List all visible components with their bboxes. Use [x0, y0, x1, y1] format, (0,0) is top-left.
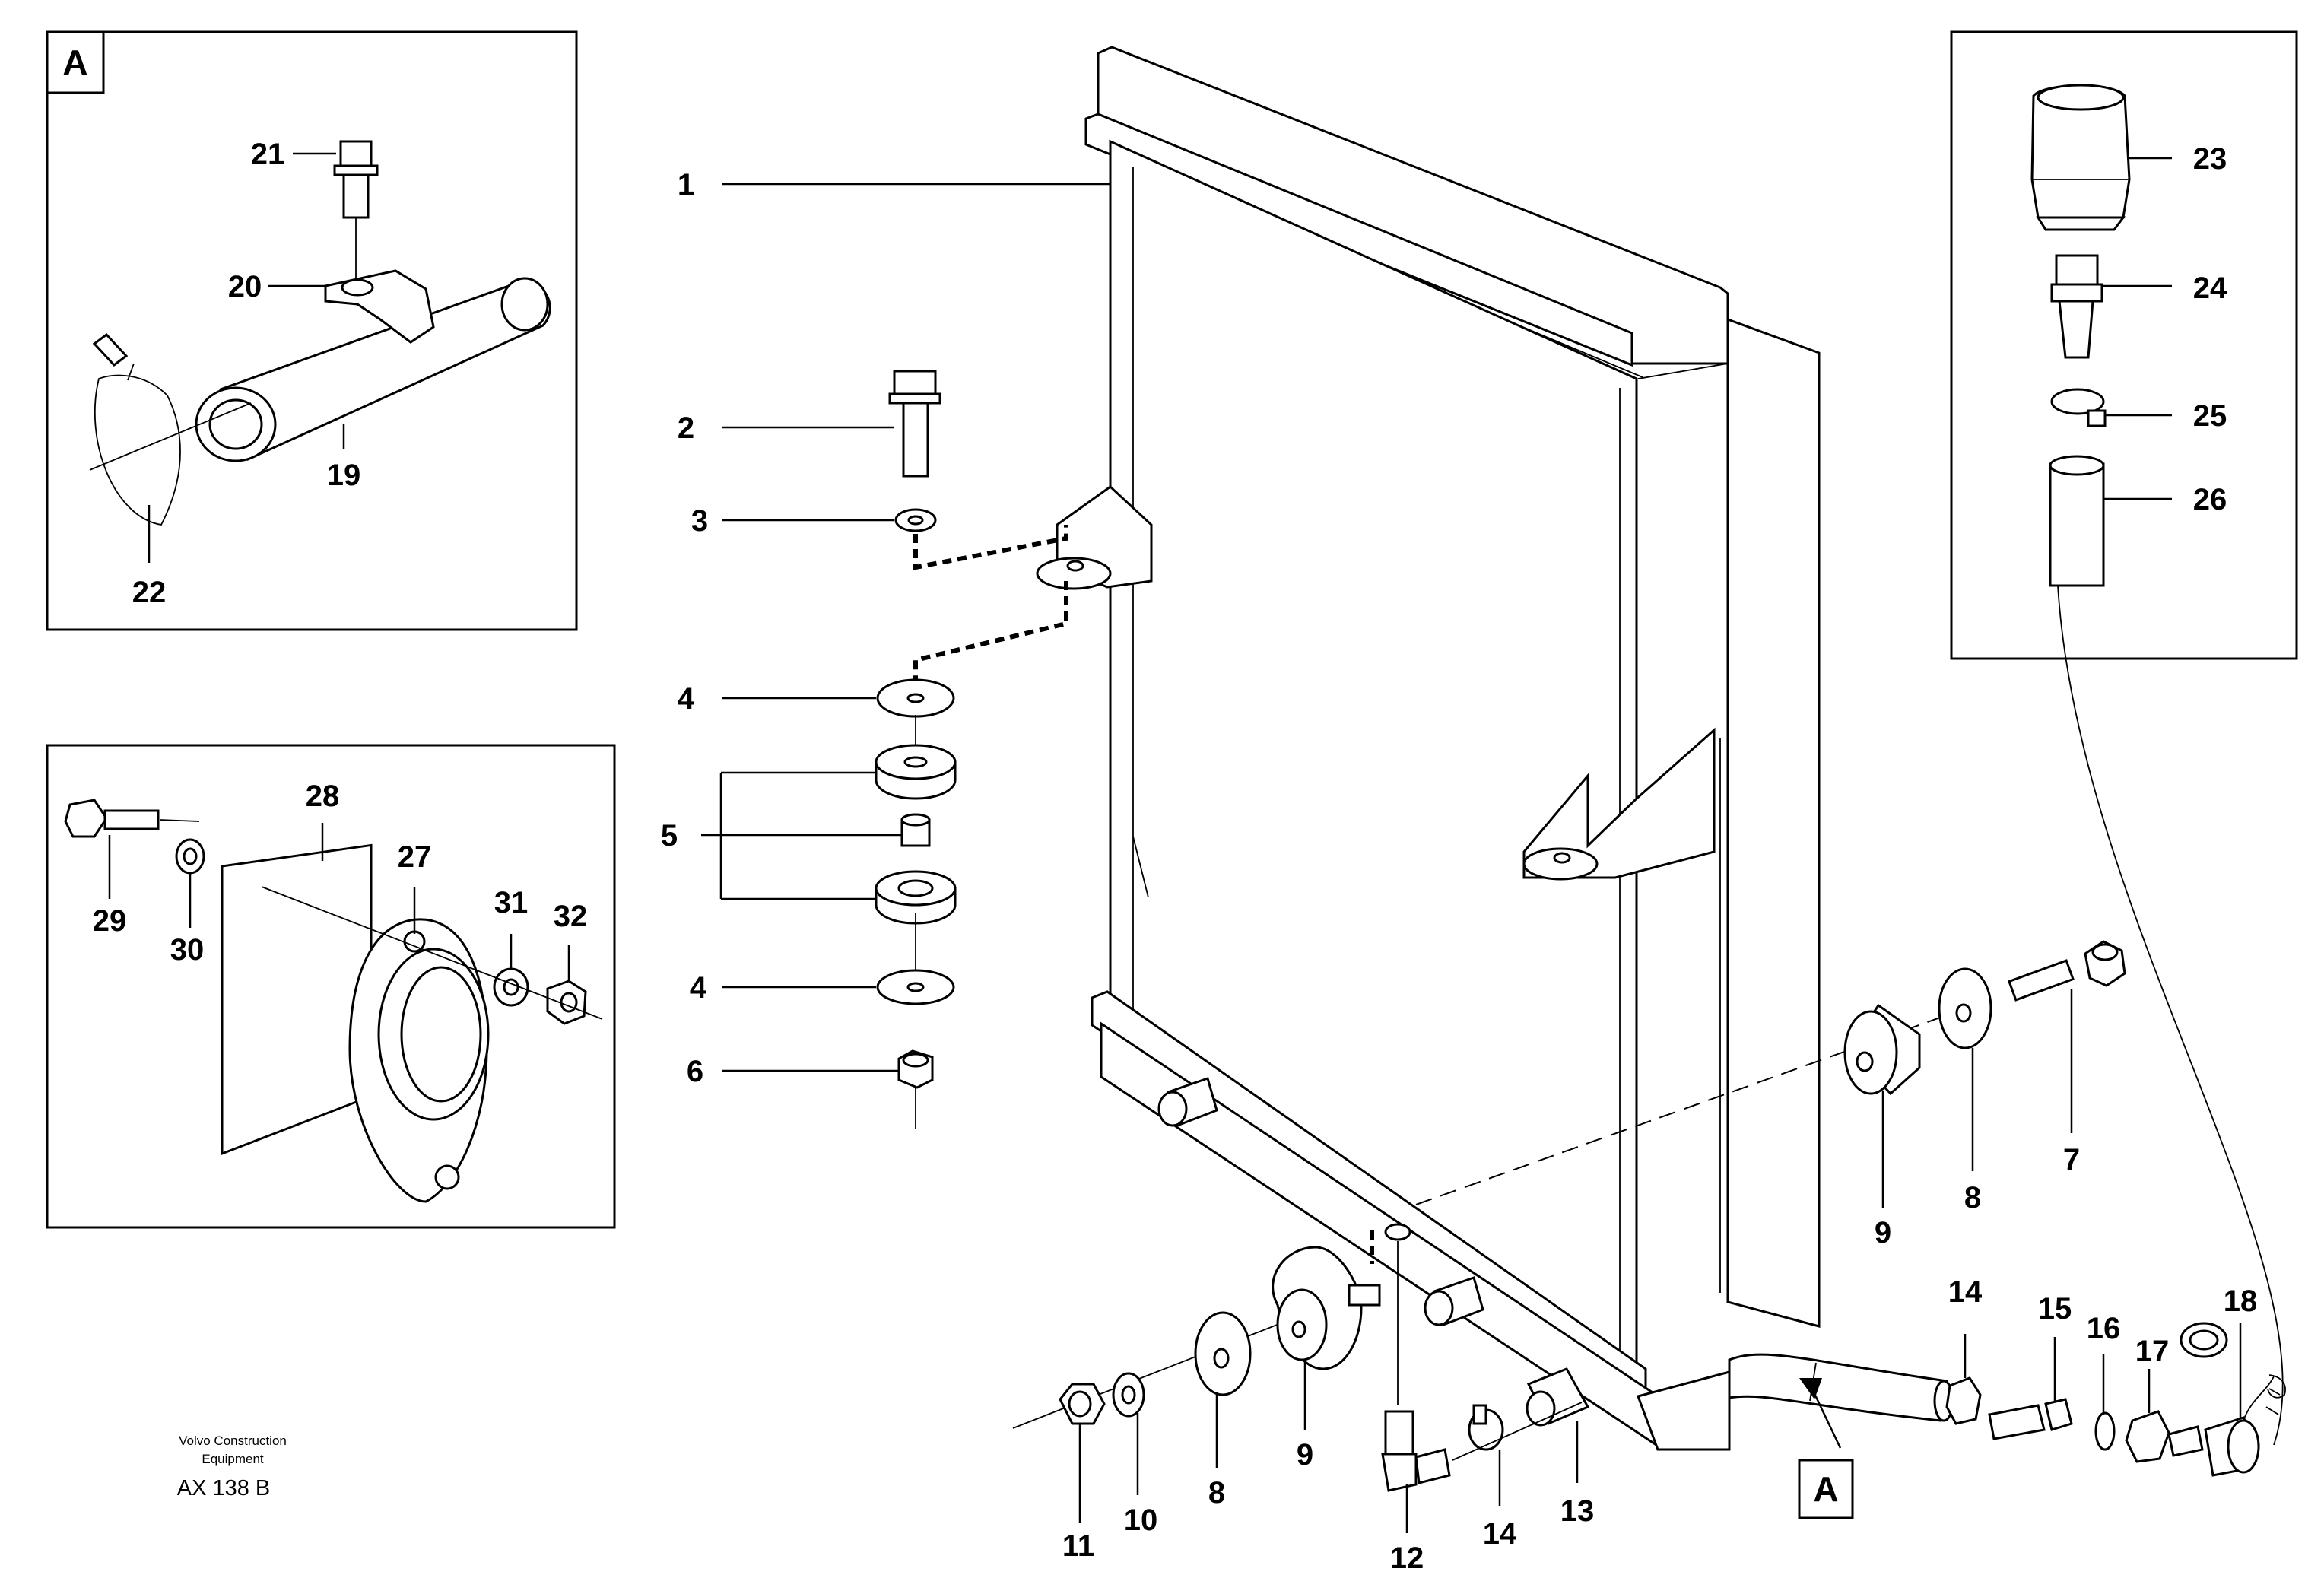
detail-box-flange: 29 30 28 27 31 32	[46, 744, 616, 1229]
callout-32: 32	[554, 900, 588, 933]
callout-30: 30	[170, 933, 205, 967]
company-name-line2: Equipment	[202, 1452, 264, 1466]
callout-20: 20	[228, 270, 262, 303]
callout-31: 31	[494, 886, 529, 919]
callout-4b: 4	[690, 971, 707, 1005]
drawing-reference: AX 138 B	[177, 1476, 271, 1500]
callout-18: 18	[2224, 1284, 2258, 1318]
callout-2: 2	[678, 411, 694, 445]
callout-14b: 14	[1948, 1275, 1983, 1309]
callout-16: 16	[2087, 1312, 2121, 1345]
callout-25: 25	[2193, 399, 2227, 433]
callout-8b: 8	[1964, 1181, 1981, 1215]
callout-11: 11	[1062, 1529, 1094, 1563]
callout-7: 7	[2063, 1143, 2080, 1176]
callout-14a: 14	[1483, 1517, 1517, 1551]
callout-3: 3	[691, 504, 708, 538]
callout-1: 1	[678, 168, 694, 202]
mounting-stack: 1 2 3 4 5 4 6	[661, 168, 1110, 1129]
callout-29: 29	[93, 904, 127, 938]
callout-6: 6	[687, 1055, 703, 1088]
callout-5: 5	[661, 819, 678, 853]
radiator	[1036, 46, 1821, 1451]
detail-box-coupling: 23 24 25 26	[1950, 30, 2298, 660]
drain-fittings: 14 15 16 17 18	[1728, 1275, 2286, 1477]
callout-15: 15	[2038, 1292, 2072, 1326]
callout-26: 26	[2193, 483, 2227, 516]
drain-hose-line	[2057, 585, 2284, 1446]
callout-9b: 9	[1875, 1216, 1891, 1249]
callout-23: 23	[2193, 142, 2227, 176]
callout-28: 28	[306, 780, 340, 813]
company-name-line1: Volvo Construction	[179, 1434, 287, 1448]
callout-13: 13	[1560, 1494, 1595, 1528]
callout-10: 10	[1124, 1504, 1158, 1537]
callout-12: 12	[1390, 1542, 1424, 1575]
side-mount: 9 8 7	[1415, 940, 2126, 1249]
detail-pointer-a: A	[1798, 1378, 1854, 1519]
callout-9a: 9	[1297, 1438, 1313, 1472]
pointer-label-a: A	[1813, 1469, 1838, 1509]
drain-parts: 12 14 13	[1381, 1241, 1595, 1575]
detail-box-a: A 21 20 19 22	[46, 30, 578, 631]
callout-4a: 4	[678, 682, 695, 716]
detail-label-a: A	[62, 43, 87, 82]
callout-27: 27	[398, 840, 432, 874]
bottom-mount: 11 10 8 9	[1012, 1230, 1381, 1563]
callout-8a: 8	[1208, 1476, 1225, 1510]
footer-block: Volvo Construction Equipment AX 138 B	[177, 1434, 287, 1500]
callout-17: 17	[2135, 1335, 2170, 1368]
callout-22: 22	[132, 576, 167, 609]
callout-19: 19	[327, 459, 361, 492]
callout-21: 21	[251, 138, 285, 171]
callout-24: 24	[2193, 271, 2227, 305]
